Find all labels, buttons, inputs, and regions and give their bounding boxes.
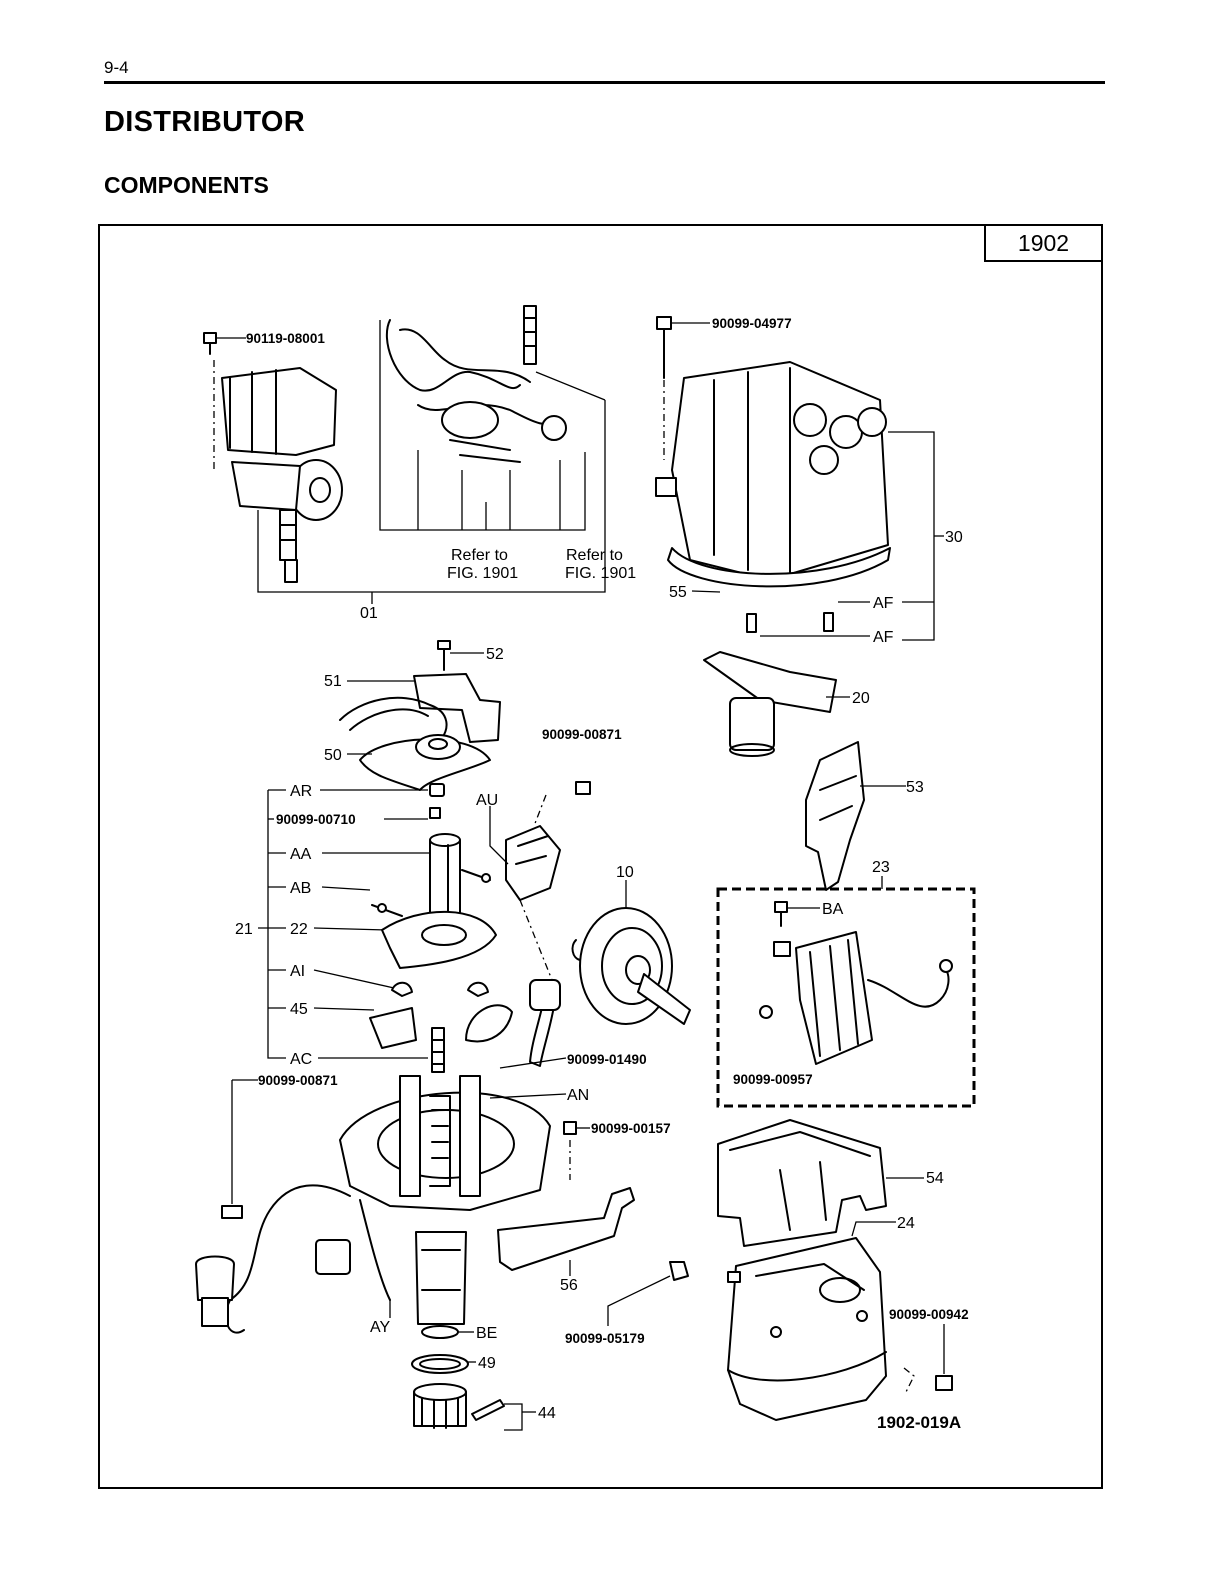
part-number-90099-00871-lower: 90099-00871 <box>258 1073 338 1088</box>
part-number-90099-00157: 90099-00157 <box>591 1121 671 1136</box>
part-label-10: 10 <box>616 864 634 881</box>
part-number-90099-00710: 90099-00710 <box>276 812 356 827</box>
part-label-54: 54 <box>926 1170 944 1187</box>
part-label-af-lower: AF <box>873 629 894 646</box>
part-label-23: 23 <box>872 859 890 876</box>
nut-illustration <box>670 1262 688 1280</box>
housing-base-illustration <box>728 1238 914 1420</box>
part-label-ba: BA <box>822 901 844 918</box>
housing-cover-illustration <box>718 1120 886 1246</box>
part-number-90099-05179: 90099-05179 <box>565 1331 645 1346</box>
part-label-51: 51 <box>324 673 342 690</box>
refer-to-label-right-line2: FIG. 1901 <box>565 565 636 582</box>
part-label-21: 21 <box>235 921 253 938</box>
part-number-90119-08001: 90119-08001 <box>246 331 325 346</box>
part-number-90099-04977: 90099-04977 <box>712 316 792 331</box>
governor-shaft-illustration <box>370 784 512 1072</box>
part-number-90099-00957: 90099-00957 <box>733 1072 813 1087</box>
part-label-45: 45 <box>290 1001 308 1018</box>
igniter-illustration <box>760 902 952 1064</box>
part-label-af-upper: AF <box>873 595 894 612</box>
part-label-ai: AI <box>290 963 305 980</box>
part-label-01: 01 <box>360 605 378 622</box>
part-label-ab: AB <box>290 880 311 897</box>
breaker-plate-illustration <box>340 641 500 790</box>
figure-code: 1902-019A <box>877 1413 961 1432</box>
clamp-illustration <box>498 1188 634 1270</box>
part-label-aa: AA <box>290 846 312 863</box>
part-label-24: 24 <box>897 1215 915 1232</box>
part-label-56: 56 <box>560 1277 578 1294</box>
refer-to-label-left-line2: FIG. 1901 <box>447 565 518 582</box>
refer-to-label-right-line1: Refer to <box>566 547 623 564</box>
vacuum-advance-illustration <box>573 908 690 1024</box>
part-label-30: 30 <box>945 529 963 546</box>
part-label-be: BE <box>476 1325 497 1342</box>
part-label-53: 53 <box>906 779 924 796</box>
part-label-ac: AC <box>290 1051 312 1068</box>
part-label-au: AU <box>476 792 498 809</box>
rotor-illustration <box>704 652 836 756</box>
part-label-20: 20 <box>852 690 870 707</box>
part-label-50: 50 <box>324 747 342 764</box>
part-number-90099-00942: 90099-00942 <box>889 1307 969 1322</box>
part-number-90099-01490: 90099-01490 <box>567 1052 647 1067</box>
distributor-cap-illustration <box>656 317 890 632</box>
part-label-22: 22 <box>290 921 308 938</box>
part-label-ar: AR <box>290 783 312 800</box>
distributor-assembly-illustration <box>204 333 342 582</box>
part-number-90099-00871-upper: 90099-00871 <box>542 727 622 742</box>
screw-illustration <box>936 1376 952 1390</box>
refer-to-label-left-line1: Refer to <box>451 547 508 564</box>
governor-spring-illustration <box>506 782 590 980</box>
part-label-44: 44 <box>538 1405 556 1422</box>
igniter-cover-illustration <box>806 742 864 890</box>
part-label-49: 49 <box>478 1355 496 1372</box>
part-label-55: 55 <box>669 584 687 601</box>
part-label-ay: AY <box>370 1319 390 1336</box>
distributor-cap-cords-illustration <box>380 306 605 530</box>
part-label-an: AN <box>567 1087 589 1104</box>
part-label-52: 52 <box>486 646 504 663</box>
